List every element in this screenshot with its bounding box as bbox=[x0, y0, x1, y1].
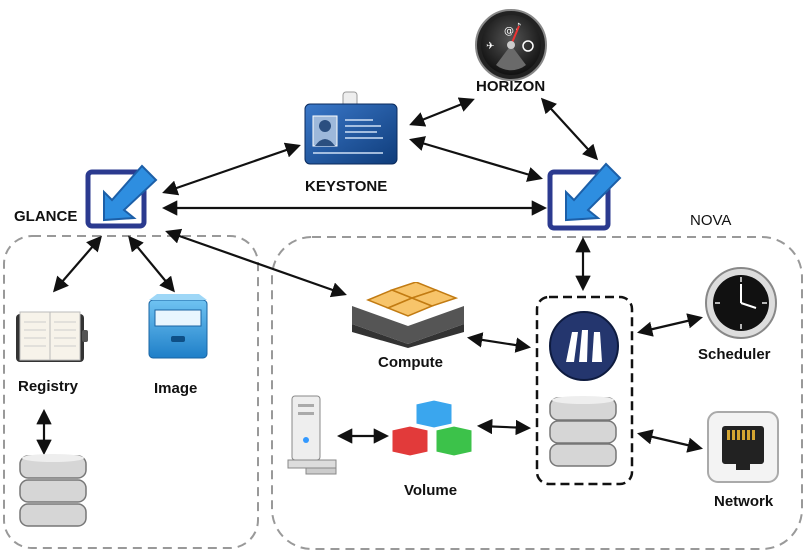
keystone-label: KEYSTONE bbox=[305, 178, 388, 195]
edge-glance-image bbox=[128, 235, 175, 293]
clock-icon bbox=[705, 267, 777, 339]
agenda-book-icon bbox=[16, 311, 88, 362]
edge-horizon-nova bbox=[540, 97, 599, 161]
nova-group-outline bbox=[271, 236, 803, 550]
scheduler-label: Scheduler bbox=[698, 346, 771, 363]
glance-label: GLANCE bbox=[14, 208, 78, 225]
registry-label: Registry bbox=[18, 378, 79, 395]
ethernet-port-icon bbox=[707, 411, 779, 483]
database-icon bbox=[19, 454, 87, 527]
cubes-icon bbox=[391, 400, 473, 457]
server-rack-icon bbox=[352, 282, 464, 348]
edge-queue-scheduler bbox=[637, 313, 703, 337]
volume-label: Volume bbox=[404, 482, 458, 499]
network-label: Network bbox=[714, 493, 774, 510]
svg-text:@: @ bbox=[504, 26, 514, 37]
edge-volume-db bbox=[476, 418, 532, 436]
queue-db-group-outline bbox=[535, 295, 634, 486]
svg-text:✈: ✈ bbox=[486, 41, 494, 52]
edge-db-network bbox=[637, 429, 703, 453]
edge-keystone-nova bbox=[409, 136, 543, 182]
download-arrow-icon bbox=[85, 164, 158, 229]
image-label: Image bbox=[154, 380, 198, 397]
database-icon bbox=[549, 396, 617, 467]
download-arrow-icon bbox=[547, 162, 622, 231]
edge-keystone-horizon bbox=[409, 97, 475, 127]
edge-glance-registry bbox=[52, 235, 103, 293]
edge-glance-keystone bbox=[162, 142, 301, 196]
file-cabinet-icon bbox=[148, 294, 208, 359]
horizon-label: HORIZON bbox=[476, 78, 546, 95]
dashboard-gauge-icon: @ ♪ ✈ bbox=[475, 9, 547, 81]
edge-glance-compute bbox=[165, 228, 347, 298]
id-badge-icon bbox=[304, 91, 398, 165]
queue-logo-icon bbox=[549, 311, 619, 381]
tower-pc-icon bbox=[287, 395, 337, 475]
edge-compute-queue bbox=[466, 332, 532, 353]
nova-label: NOVA bbox=[690, 212, 732, 229]
compute-label: Compute bbox=[378, 354, 443, 371]
